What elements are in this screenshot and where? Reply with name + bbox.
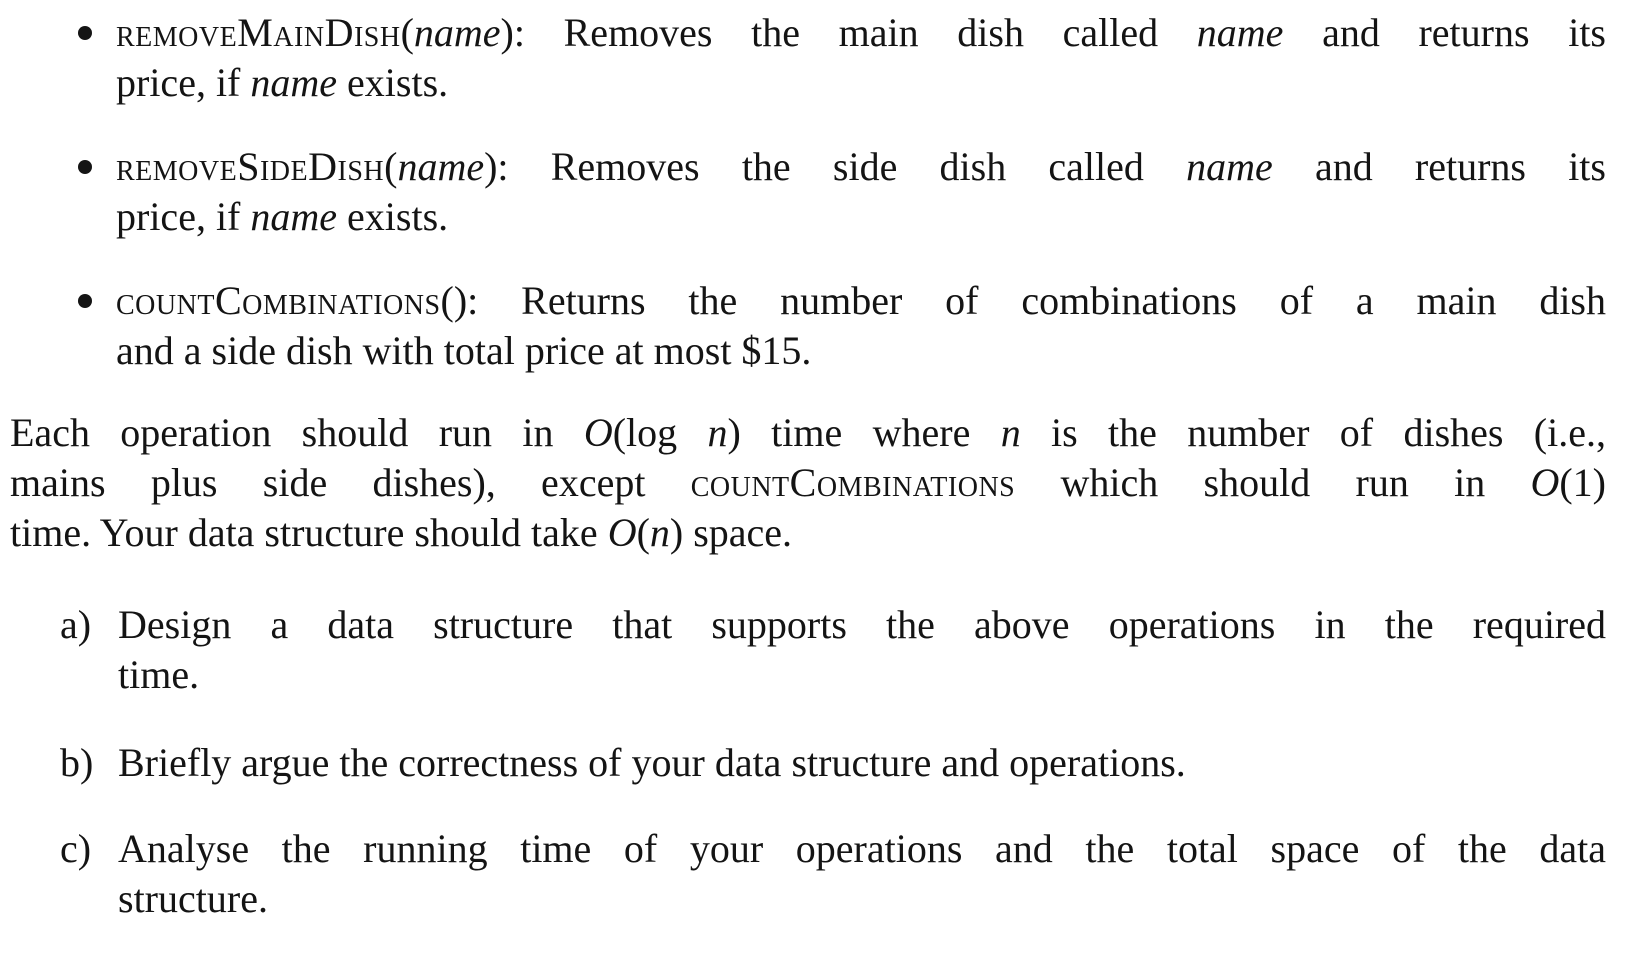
- text: ) time where: [727, 410, 1001, 455]
- math: (log: [612, 410, 708, 455]
- param-name: name: [1196, 10, 1284, 55]
- part-label: c): [60, 826, 92, 871]
- part-line: Analyse the running time of your operati…: [118, 826, 1606, 871]
- paragraph-line: Each operation should run in O(log n) ti…: [10, 408, 1606, 458]
- param-name: name: [250, 194, 338, 239]
- description-text: price, if: [116, 60, 251, 105]
- math: n: [707, 410, 728, 455]
- part-b: b) Briefly argue the correctness of your…: [60, 738, 1606, 788]
- math: O: [583, 410, 613, 455]
- part-label: a): [60, 602, 92, 647]
- part-a: a) Design a data structure that supports…: [60, 600, 1606, 700]
- description-text: and returns its: [1272, 144, 1606, 189]
- text: Each operation should run in: [10, 410, 584, 455]
- description-text: exists.: [337, 60, 449, 105]
- operation-name: Combinations: [214, 278, 441, 323]
- description-text: and returns its: [1283, 10, 1606, 55]
- bullet-remove-main-dish: removeMainDish(name): Removes the main d…: [78, 8, 1606, 108]
- bullet-dot: [78, 294, 92, 308]
- description-text: (): Returns the number of combinations o…: [440, 278, 1606, 323]
- operation-name: Combinations: [789, 460, 1016, 505]
- part-line: Briefly argue the correctness of your da…: [118, 740, 1186, 785]
- text: time. Your data structure should take: [10, 510, 608, 555]
- description-text: price, if: [116, 194, 251, 239]
- text: is the number of dishes (i.e.,: [1020, 410, 1606, 455]
- math: n: [649, 510, 670, 555]
- bullet-dot: [78, 160, 92, 174]
- bullet-line: removeMainDish(name): Removes the main d…: [116, 10, 1606, 55]
- part-label: b): [60, 740, 94, 785]
- description-text: exists.: [337, 194, 449, 239]
- part-line: time.: [118, 652, 200, 697]
- bullet-line: and a side dish with total price at most…: [116, 328, 812, 373]
- paragraph-line: time. Your data structure should take O(…: [10, 508, 1606, 558]
- param-name: name: [250, 60, 338, 105]
- bullet-remove-side-dish: removeSideDish(name): Removes the side d…: [78, 142, 1606, 242]
- param-name: name: [413, 10, 501, 55]
- text: which should run in: [1015, 460, 1531, 505]
- description-text: ): Removes the main dish called: [500, 10, 1197, 55]
- math: (1): [1559, 460, 1606, 505]
- param-name: name: [397, 144, 485, 189]
- operation-name: MainDish: [237, 10, 401, 55]
- math: n: [1000, 410, 1021, 455]
- bullet-line: countCombinations(): Returns the number …: [116, 276, 1606, 326]
- bullet-count-combinations: countCombinations(): Returns the number …: [78, 276, 1606, 376]
- operation-name: SideDish: [237, 144, 385, 189]
- bullet-line: removeSideDish(name): Removes the side d…: [116, 144, 1606, 189]
- part-c: c) Analyse the running time of your oper…: [60, 824, 1606, 924]
- text: mains plus side dishes), except: [10, 460, 691, 505]
- math: (: [636, 510, 650, 555]
- part-line: Design a data structure that supports th…: [118, 602, 1606, 647]
- math: O: [1530, 460, 1560, 505]
- operation-name: remove: [116, 10, 238, 55]
- operation-name: remove: [116, 144, 238, 189]
- bullet-line: price, if name exists.: [116, 192, 1606, 242]
- param-name: name: [1186, 144, 1273, 189]
- requirements-paragraph: Each operation should run in O(log n) ti…: [10, 408, 1606, 558]
- math: O: [607, 510, 637, 555]
- operation-name: count: [116, 278, 215, 323]
- operation-name: count: [690, 460, 790, 505]
- text: ) space.: [669, 510, 793, 555]
- bullet-line: price, if name exists.: [116, 58, 1606, 108]
- description-text: ): Removes the side dish called: [484, 144, 1187, 189]
- paragraph-line: mains plus side dishes), except countCom…: [10, 458, 1606, 508]
- bullet-dot: [78, 26, 92, 40]
- part-line: structure.: [118, 876, 268, 921]
